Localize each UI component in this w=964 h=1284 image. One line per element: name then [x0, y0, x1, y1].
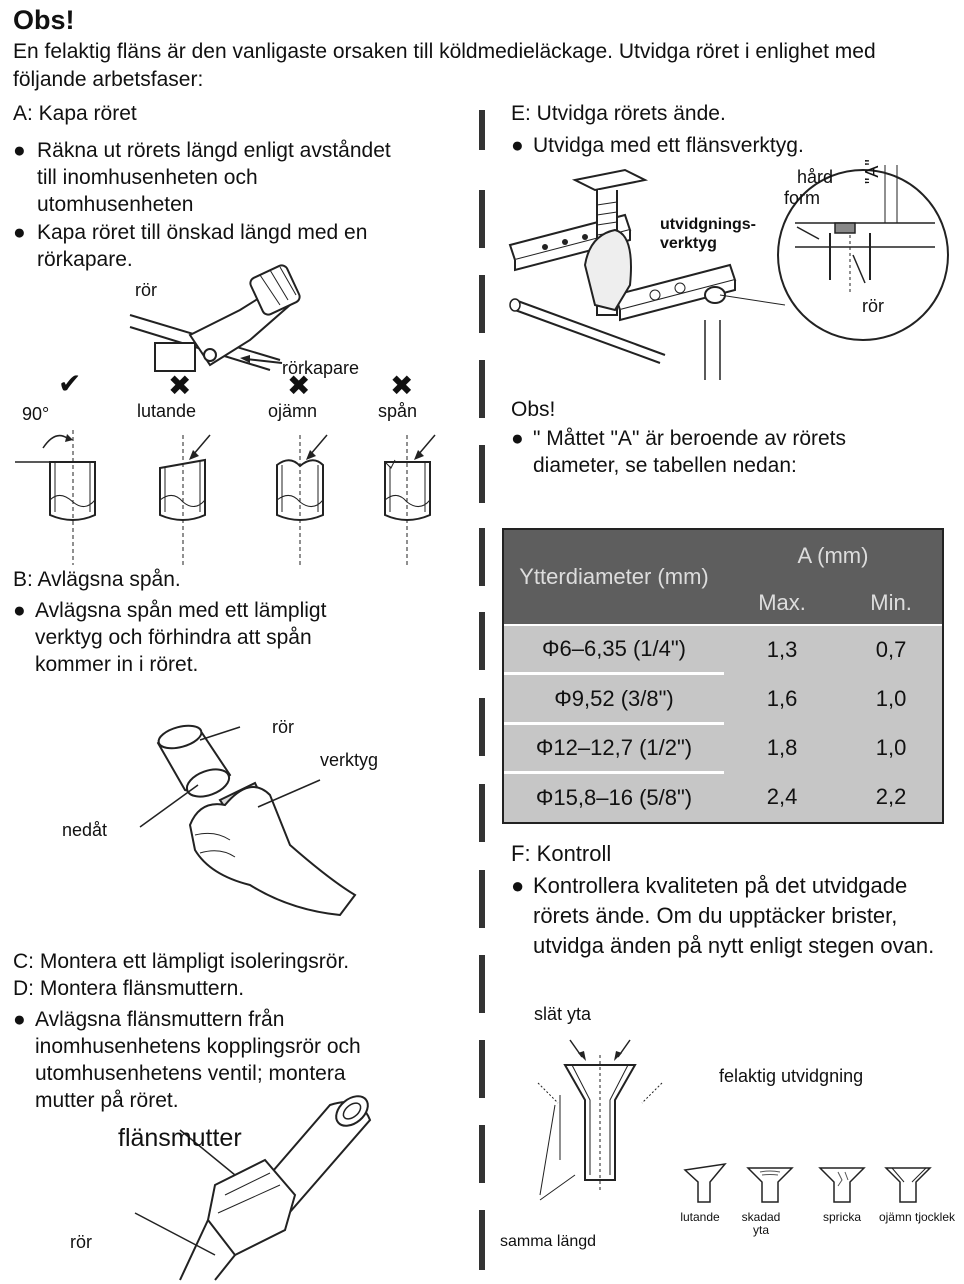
check-icon: ✔ [58, 368, 82, 399]
label-down: nedåt [62, 820, 108, 840]
deburr-illustration [139, 724, 357, 917]
pipe-cutter-illustration [129, 264, 301, 372]
label-same-length: samma längd [500, 1233, 597, 1250]
section-f-heading: F: Kontroll [511, 841, 612, 866]
label-crack: spricka [822, 1210, 861, 1224]
cell-min: 1,0 [840, 723, 942, 773]
divider [479, 110, 485, 150]
table-row: Φ12–12,7 (1/2") 1,8 1,0 [504, 723, 942, 775]
table-row: Φ15,8–16 (5/8") 2,4 2,2 [504, 772, 942, 822]
section-a-bullet-1: Räkna ut rörets längd enligt avståndet t… [37, 139, 391, 216]
divider [479, 275, 485, 333]
arrow-icon [240, 355, 283, 364]
note-bullet: " Måttet "A" är beroende av rörets diame… [533, 427, 847, 477]
label-slanted: lutande [137, 401, 197, 421]
section-e-bullet: Utvidga med ett flänsverktyg. [533, 134, 804, 157]
label-uneven-thickness: ojämn tjocklek [878, 1210, 955, 1224]
label-burr: spån [378, 401, 418, 421]
bullet-icon: ● [13, 599, 26, 622]
bullet-icon: ● [13, 221, 26, 244]
label-flaring-tool-1: utvidgnings- [660, 216, 756, 233]
divider [479, 955, 485, 1013]
section-a-heading: A: Kapa röret [13, 102, 137, 125]
cell-max: 2,4 [724, 772, 841, 822]
divider [479, 360, 485, 418]
cell-min: 0,7 [840, 624, 942, 674]
bullet-icon: ● [511, 134, 524, 157]
bullet-icon: ● [511, 427, 524, 450]
table-row: Φ9,52 (3/8") 1,6 1,0 [504, 673, 942, 725]
dimension-table: Ytterdiameter (mm) A (mm) Max. Min. Φ6–6… [502, 528, 944, 824]
label-damaged-surface: skadad yta [741, 1210, 781, 1237]
divider [479, 528, 485, 586]
table-row: Φ6–6,35 (1/4") 1,3 0,7 [504, 624, 942, 676]
divider [479, 190, 485, 248]
cell-diameter: Φ9,52 (3/8") [504, 673, 724, 725]
cell-max: 1,6 [724, 673, 841, 724]
bullet-icon: ● [511, 873, 525, 898]
cell-max: 1,8 [724, 723, 841, 773]
label-slanted: lutande [680, 1210, 720, 1224]
cross-icon: ✖ [287, 370, 311, 401]
page-title: Obs! [13, 5, 75, 35]
section-e-heading: E: Utvidga rörets ände. [511, 102, 726, 125]
header-a: A (mm) [797, 543, 869, 569]
cell-diameter: Φ12–12,7 (1/2") [504, 723, 724, 775]
header-outer-diameter: Ytterdiameter (mm) [504, 530, 724, 626]
label-pipe: rör [135, 280, 157, 300]
cross-icon: ✖ [168, 370, 192, 401]
label-cutter: rörkapare [282, 358, 360, 378]
bullet-icon: ● [13, 139, 26, 162]
divider [479, 870, 485, 928]
label-uneven: ojämn [268, 401, 318, 421]
intro-text: En felaktig fläns är den vanligaste orsa… [13, 40, 876, 91]
label-flaring-tool-2: verktyg [660, 235, 717, 252]
header-max: Max. [724, 582, 841, 626]
label-90-degrees: 90° [22, 404, 50, 424]
cut-pipes-illustration [15, 430, 436, 565]
cell-min: 2,2 [840, 772, 942, 822]
section-d-bullet: Avlägsna flänsmuttern från inomhusenhete… [35, 1008, 361, 1112]
faulty-flares-illustration [683, 1162, 932, 1203]
divider [479, 612, 485, 670]
label-hard-form-2: form [784, 188, 820, 208]
section-d-heading: D: Montera flänsmuttern. [13, 977, 245, 1000]
correct-flare-illustration [537, 1039, 663, 1201]
label-hard-form-1: hård [797, 167, 834, 187]
label-faulty-flare: felaktig utvidgning [719, 1066, 864, 1086]
header-min: Min. [840, 582, 942, 626]
flare-nut-illustration [134, 1095, 372, 1281]
label-pipe: rör [272, 717, 294, 737]
label-pipe: rör [70, 1232, 92, 1252]
cell-diameter: Φ6–6,35 (1/4") [504, 624, 724, 676]
cell-min: 1,0 [840, 673, 942, 724]
divider [479, 784, 485, 842]
cell-diameter: Φ15,8–16 (5/8") [504, 772, 724, 822]
bullet-icon: ● [13, 1008, 26, 1031]
flaring-tool-illustration [508, 165, 949, 380]
divider [479, 1210, 485, 1270]
label-pipe: rör [862, 296, 884, 316]
label-smooth-surface: slät yta [534, 1004, 592, 1024]
divider [479, 1125, 485, 1183]
section-c-heading: C: Montera ett lämpligt isoleringsrör. [13, 950, 350, 973]
cell-max: 1,3 [724, 624, 841, 674]
section-b-bullet: Avlägsna spån med ett lämpligt verktyg o… [35, 599, 327, 676]
cross-icon: ✖ [390, 370, 414, 401]
divider [479, 1040, 485, 1098]
label-dimension-a: "A" [862, 159, 882, 184]
section-a-bullet-2: Kapa röret till önskad längd med en rörk… [37, 221, 368, 271]
section-b-heading: B: Avlägsna spån. [13, 568, 181, 591]
section-f-bullet: Kontrollera kvaliteten på det utvidgade … [533, 873, 935, 958]
note-heading: Obs! [511, 398, 556, 421]
label-tool: verktyg [320, 750, 379, 770]
divider [479, 698, 485, 756]
divider [479, 445, 485, 503]
label-flare-nut: flänsmutter [118, 1124, 242, 1152]
